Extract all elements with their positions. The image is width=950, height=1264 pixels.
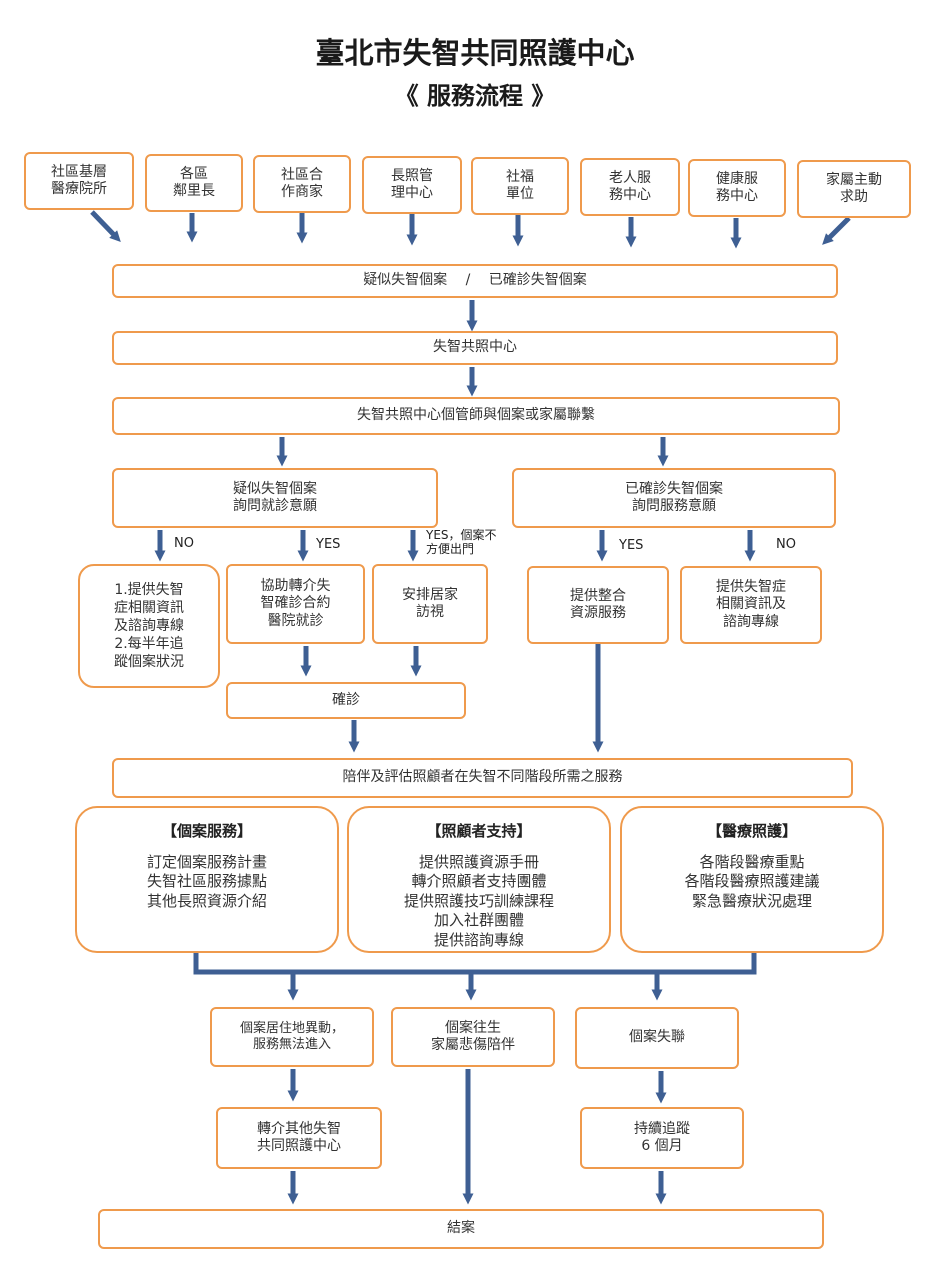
center-box: 失智共照中心 xyxy=(112,331,838,365)
referral-box: 協助轉介失 智確診合約 醫院就診 xyxy=(226,564,365,644)
source-clinic: 社區基層 醫療院所 xyxy=(24,152,134,210)
merge-bracket xyxy=(193,953,757,975)
deceased-box: 個案往生 家屬悲傷陪伴 xyxy=(391,1007,555,1067)
arrow-src-8 xyxy=(822,216,851,245)
close-box: 結案 xyxy=(98,1209,824,1249)
service-case: 【個案服務】 訂定個案服務計畫 失智社區服務據點 其他長照資源介紹 xyxy=(75,806,339,953)
source-ltc-center: 長照管 理中心 xyxy=(362,156,462,214)
track-box: 持續追蹤 6 個月 xyxy=(580,1107,744,1169)
no-info-box: 1.提供失智 症相關資訊 及諮詢專線 2.每半年追 蹤個案狀況 xyxy=(78,564,220,688)
companion-box: 陪伴及評估照顧者在失智不同階段所需之服務 xyxy=(112,758,853,798)
service-case-heading: 【個案服務】 xyxy=(161,822,252,840)
source-social-welfare: 社福 單位 xyxy=(471,157,569,215)
label-no-2: NO xyxy=(776,537,796,552)
source-partner-store: 社區合 作商家 xyxy=(253,155,351,213)
integrated-box: 提供整合 資源服務 xyxy=(527,566,669,644)
suspected-box: 疑似失智個案 詢問就診意願 xyxy=(112,468,438,528)
service-medical: 【醫療照護】 各階段醫療重點 各階段醫療照護建議 緊急醫療狀況處理 xyxy=(620,806,884,953)
service-caregiver-heading: 【照顧者支持】 xyxy=(426,822,532,840)
confirmed-no-box: 提供失智症 相關資訊及 諮詢專線 xyxy=(680,566,822,644)
source-health-center: 健康服 務中心 xyxy=(688,159,786,217)
service-case-body: 訂定個案服務計畫 失智社區服務據點 其他長照資源介紹 xyxy=(146,852,267,910)
label-no-1: NO xyxy=(174,536,194,551)
source-village-chief: 各區 鄰里長 xyxy=(145,154,243,212)
confirmed-box: 已確診失智個案 詢問服務意願 xyxy=(512,468,836,528)
home-visit-box: 安排居家 訪視 xyxy=(372,564,488,644)
service-medical-heading: 【醫療照護】 xyxy=(706,822,797,840)
arrow-src-1 xyxy=(90,210,121,242)
service-caregiver: 【照顧者支持】 提供照護資源手冊 轉介照顧者支持團體 提供照護技巧訓練課程 加入… xyxy=(347,806,611,953)
case-type-box: 疑似失智個案 / 已確診失智個案 xyxy=(112,264,838,298)
page-subtitle: 《 服務流程 》 xyxy=(394,82,556,110)
diagnosis-box: 確診 xyxy=(226,682,466,719)
arrow-group xyxy=(90,210,851,1205)
source-family: 家屬主動 求助 xyxy=(797,160,911,218)
source-senior-center: 老人服 務中心 xyxy=(580,158,680,216)
label-yes-home: YES，個案不 方便出門 xyxy=(426,528,497,556)
label-yes-2: YES xyxy=(619,538,644,553)
page-title: 臺北市失智共同照護中心 xyxy=(315,36,635,70)
lost-box: 個案失聯 xyxy=(575,1007,739,1069)
contact-box: 失智共照中心個管師與個案或家屬聯繫 xyxy=(112,397,840,435)
label-yes-1: YES xyxy=(316,537,341,552)
transfer-box: 轉介其他失智 共同照護中心 xyxy=(216,1107,382,1169)
service-medical-body: 各階段醫療重點 各階段醫療照護建議 緊急醫療狀況處理 xyxy=(684,852,820,910)
move-box: 個案居住地異動， 服務無法進入 xyxy=(210,1007,374,1067)
service-caregiver-body: 提供照護資源手冊 轉介照顧者支持團體 提供照護技巧訓練課程 加入社群團體 提供諮… xyxy=(403,852,554,949)
